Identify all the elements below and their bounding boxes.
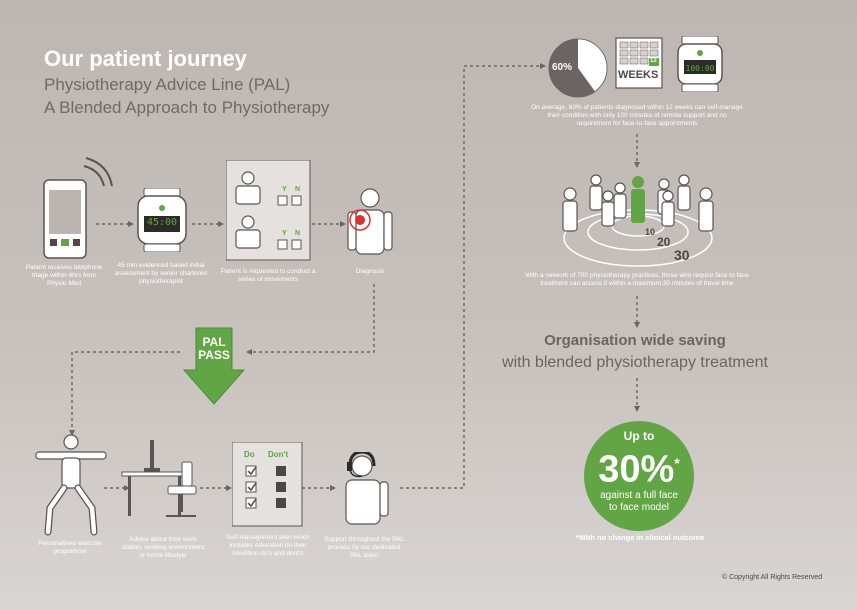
- calendar-number: 12: [650, 58, 657, 64]
- saving-value-row: 30%*: [584, 443, 694, 490]
- ring-10-label: 10: [645, 227, 656, 237]
- step8-caption: Support throughout the PAL process by ou…: [323, 536, 405, 559]
- pass-label: PASS: [198, 348, 230, 362]
- step2-caption: 45 min evidenced based initial assessmen…: [114, 262, 208, 285]
- timer-value: 45:00: [146, 217, 178, 228]
- calendar-text: WEEKS: [618, 69, 659, 81]
- phone-icon: [43, 157, 113, 259]
- svg-text:N: N: [295, 186, 300, 193]
- checklist-card: [232, 442, 303, 527]
- diagnosis-figure: [347, 188, 393, 255]
- pal-label: PAL: [202, 335, 226, 349]
- saving-footnote: *With no change in clinical outcome: [575, 533, 705, 542]
- svg-text:Y: Y: [282, 186, 287, 193]
- step6-caption: Advice about their work station, working…: [121, 536, 205, 559]
- saving-value: 30%: [598, 448, 675, 491]
- exercise-figure: [35, 434, 107, 536]
- pie-wedge: [549, 39, 596, 97]
- stat-text: On average, 60% of patients diagnosed wi…: [531, 104, 743, 127]
- saving-subheading: with blended physiotherapy treatment: [502, 354, 768, 371]
- step1-caption: Patient receives telephone triage within…: [25, 264, 103, 287]
- headset-support-figure: [345, 452, 389, 525]
- clock-icon: [677, 36, 723, 92]
- step4-caption: Diagnosis: [355, 268, 385, 275]
- dont-label: Don't: [268, 450, 289, 459]
- svg-text:Y: Y: [282, 230, 287, 237]
- saving-line2: to face model: [608, 501, 670, 513]
- copyright: © Copyright All Rights Reserved: [722, 574, 823, 581]
- ring-30-label: 30: [674, 247, 690, 263]
- saving-badge: Up to 30%* against a full face to face m…: [584, 421, 694, 531]
- page-subtitle-2: A Blended Approach to Physiotherapy: [44, 98, 330, 117]
- movement-card: Y N Y N: [226, 160, 311, 261]
- clock-value: 100:00: [685, 64, 715, 73]
- svg-text:N: N: [295, 230, 300, 237]
- saving-up-to: Up to: [623, 429, 655, 443]
- saving-heading: Organisation wide saving: [544, 332, 726, 349]
- pie-60-icon: [548, 38, 608, 98]
- saving-asterisk: *: [674, 455, 680, 471]
- saving-line1: against a full face: [600, 489, 678, 501]
- calendar-icon: [615, 37, 663, 89]
- step7-caption: Self-management plan which includes educ…: [226, 534, 310, 557]
- step3-caption: Patient is requested to conduct a series…: [220, 268, 316, 283]
- network-text: With a network of 700 physiotherapy prac…: [525, 272, 749, 287]
- pal-pass-arrow: [182, 327, 246, 405]
- do-label: Do: [244, 450, 255, 459]
- pie-label: 60%: [552, 62, 573, 73]
- ring-20-label: 20: [657, 235, 671, 249]
- page-subtitle-1: Physiotherapy Advice Line (PAL): [44, 75, 291, 94]
- pal-pass-label: PAL PASS: [182, 336, 246, 362]
- page-title: Our patient journey: [44, 46, 247, 71]
- workstation-icon: [121, 440, 197, 517]
- timer-icon: [137, 188, 187, 252]
- step5-caption: Personalised exercise programme: [38, 540, 102, 555]
- network-rings-figure: [562, 174, 714, 267]
